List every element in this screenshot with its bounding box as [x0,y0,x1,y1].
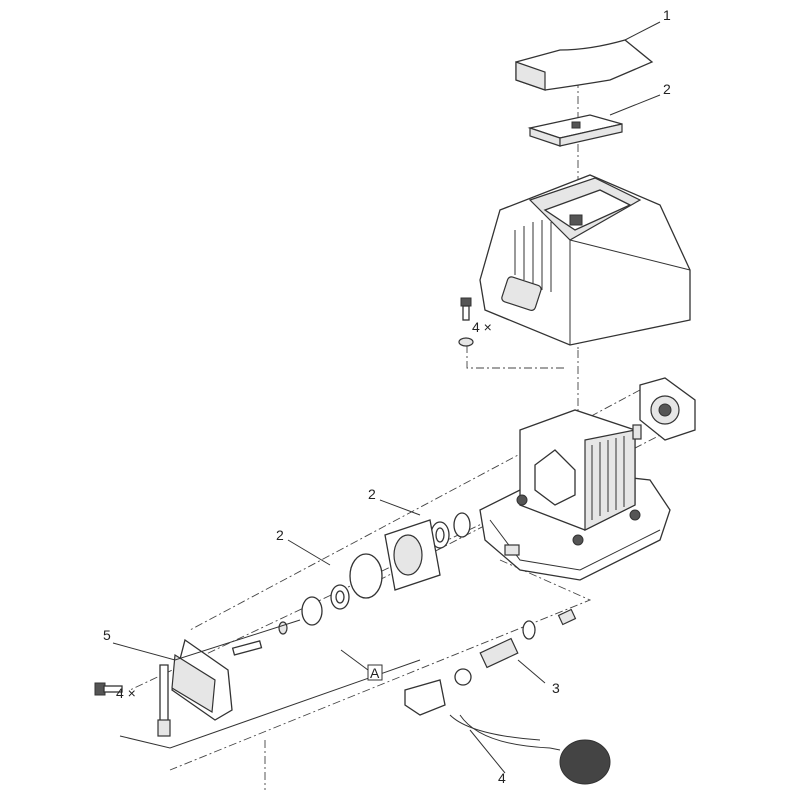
callout-leaders [112,21,661,774]
reference-label-a: A [370,665,380,681]
motor-block [516,409,641,546]
part-2-filter-mat [527,114,623,147]
callout-4: 4 [498,770,506,786]
diaphragm-set [231,512,471,656]
part-4-air-stone [459,714,611,785]
callout-2-top: 2 [663,81,671,97]
callout-1: 1 [663,7,671,23]
quantity-label-left: 4 × [116,685,136,701]
callout-3: 3 [552,680,560,696]
screw-washer-top: 4 × [458,297,492,347]
housing-cover [479,174,691,346]
callout-2-mid: 2 [368,486,376,502]
part-1-filter-pad [515,39,654,91]
reference-box-a: A [367,664,383,681]
part-5-valve-housing: 4 × [94,638,233,737]
callout-2-left: 2 [276,527,284,543]
quantity-label-top: 4 × [472,319,492,335]
callout-5: 5 [103,627,111,643]
diaphragm-housing-right [632,377,696,441]
part-3-connector-set [404,608,577,741]
